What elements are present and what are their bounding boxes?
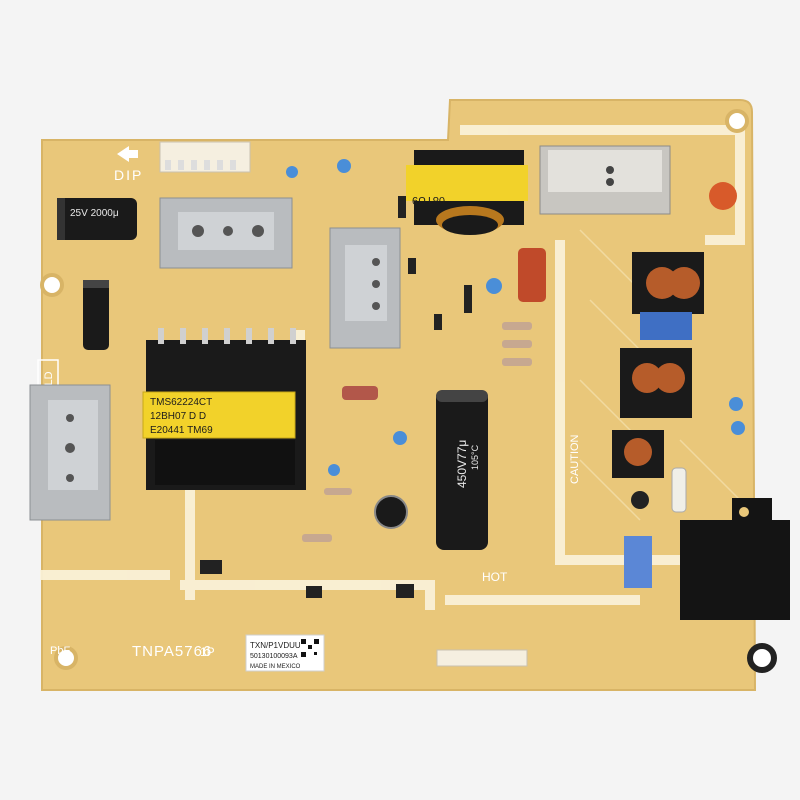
- svg-text:TMS62224CT: TMS62224CT: [150, 397, 212, 408]
- connector-pins: [165, 160, 236, 170]
- part-number: TNPA5766: [132, 643, 212, 660]
- transformer-top: 08TU9: [406, 150, 528, 235]
- hot-label: HOT: [482, 570, 508, 584]
- capacitor-left: 25V 2000μ: [57, 198, 137, 240]
- bulk-capacitor: 450V77μ 105°C: [436, 390, 488, 550]
- svg-text:25V 2000μ: 25V 2000μ: [70, 208, 119, 219]
- transformer-main: TMS62224CT 12BH07 D D E20441 TM69: [142, 340, 306, 490]
- ac-connector: [680, 498, 790, 620]
- svg-text:MADE IN MEXICO: MADE IN MEXICO: [250, 664, 301, 670]
- small-electrolytic: [374, 495, 408, 529]
- svg-text:450V77μ: 450V77μ: [455, 440, 469, 488]
- fuse: [671, 467, 687, 513]
- svg-text:105°C: 105°C: [470, 444, 480, 470]
- mounting-hole-icon: [40, 109, 777, 673]
- svg-text:08TU9: 08TU9: [412, 194, 445, 206]
- dip-label: DIP: [114, 167, 143, 183]
- heatsink-left: [159, 197, 293, 269]
- svg-text:12BH07 D D: 12BH07 D D: [150, 411, 206, 422]
- caution-label: CAUTION: [569, 434, 581, 484]
- semiconductors: [200, 196, 649, 598]
- resistors: [302, 322, 532, 542]
- svg-text:50130100093A: 50130100093A: [250, 653, 298, 660]
- revision-marks: 1P: [200, 645, 215, 659]
- choke-1: [632, 252, 704, 340]
- choke-2: [620, 348, 692, 418]
- pbf-label: PbF: [50, 645, 70, 657]
- svg-text:TXN/P1VDUU: TXN/P1VDUU: [250, 641, 301, 650]
- blue-block: [624, 536, 652, 588]
- choke-3: [612, 430, 664, 478]
- varistor: [709, 182, 737, 210]
- film-capacitor: [518, 248, 546, 302]
- heatsink-bottom-left: [29, 384, 111, 521]
- dip-arrow-icon: [117, 146, 138, 162]
- ceramic-capacitors: [286, 159, 745, 476]
- heatsink-center: [329, 227, 401, 349]
- connector-bottom: [436, 649, 528, 667]
- transformer-pins: [158, 328, 296, 344]
- barcode-icon: [300, 638, 320, 658]
- inductor-box-top: [539, 145, 671, 215]
- svg-text:E20441 TM69: E20441 TM69: [150, 425, 213, 436]
- capacitor-vertical: [83, 280, 109, 350]
